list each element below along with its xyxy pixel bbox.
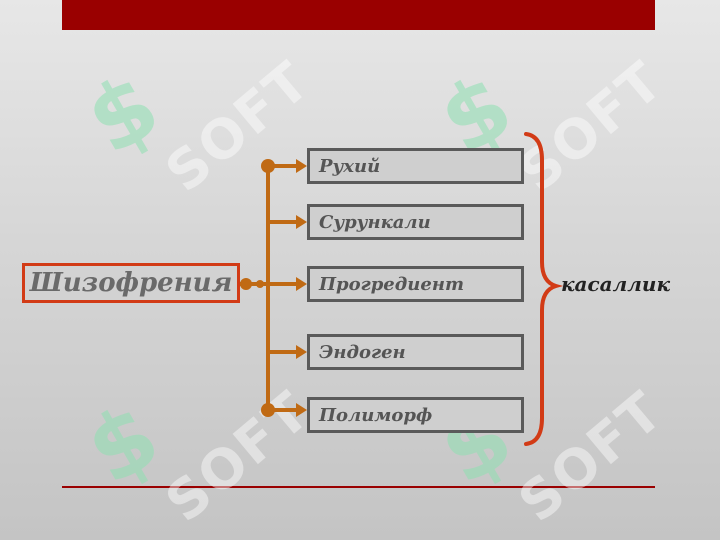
root-node: Шизофрения — [22, 263, 240, 303]
branch-arrow — [268, 159, 307, 173]
branch-label: Эндоген — [319, 341, 406, 363]
header-bar — [62, 0, 655, 30]
branch-arrow — [268, 215, 307, 229]
branch-label: Полиморф — [319, 404, 433, 426]
branch-node: Прогредиент — [307, 266, 524, 302]
branch-label: Сурункали — [319, 211, 431, 233]
branch-node: Рухий — [307, 148, 524, 184]
trunk-mid-dot — [256, 280, 264, 288]
branch-label: Прогредиент — [319, 273, 464, 295]
branch-arrow — [268, 345, 307, 359]
branch-node: Полиморф — [307, 397, 524, 433]
branch-node: Сурункали — [307, 204, 524, 240]
branch-label: Рухий — [319, 155, 381, 177]
curly-brace — [524, 132, 564, 446]
branch-arrow — [268, 403, 307, 417]
root-label: Шизофрения — [29, 268, 233, 298]
branch-node: Эндоген — [307, 334, 524, 370]
branch-arrow — [268, 277, 307, 291]
brace-label: касаллик — [561, 272, 670, 296]
footer-rule — [62, 486, 655, 488]
root-connector-dot — [240, 278, 252, 290]
